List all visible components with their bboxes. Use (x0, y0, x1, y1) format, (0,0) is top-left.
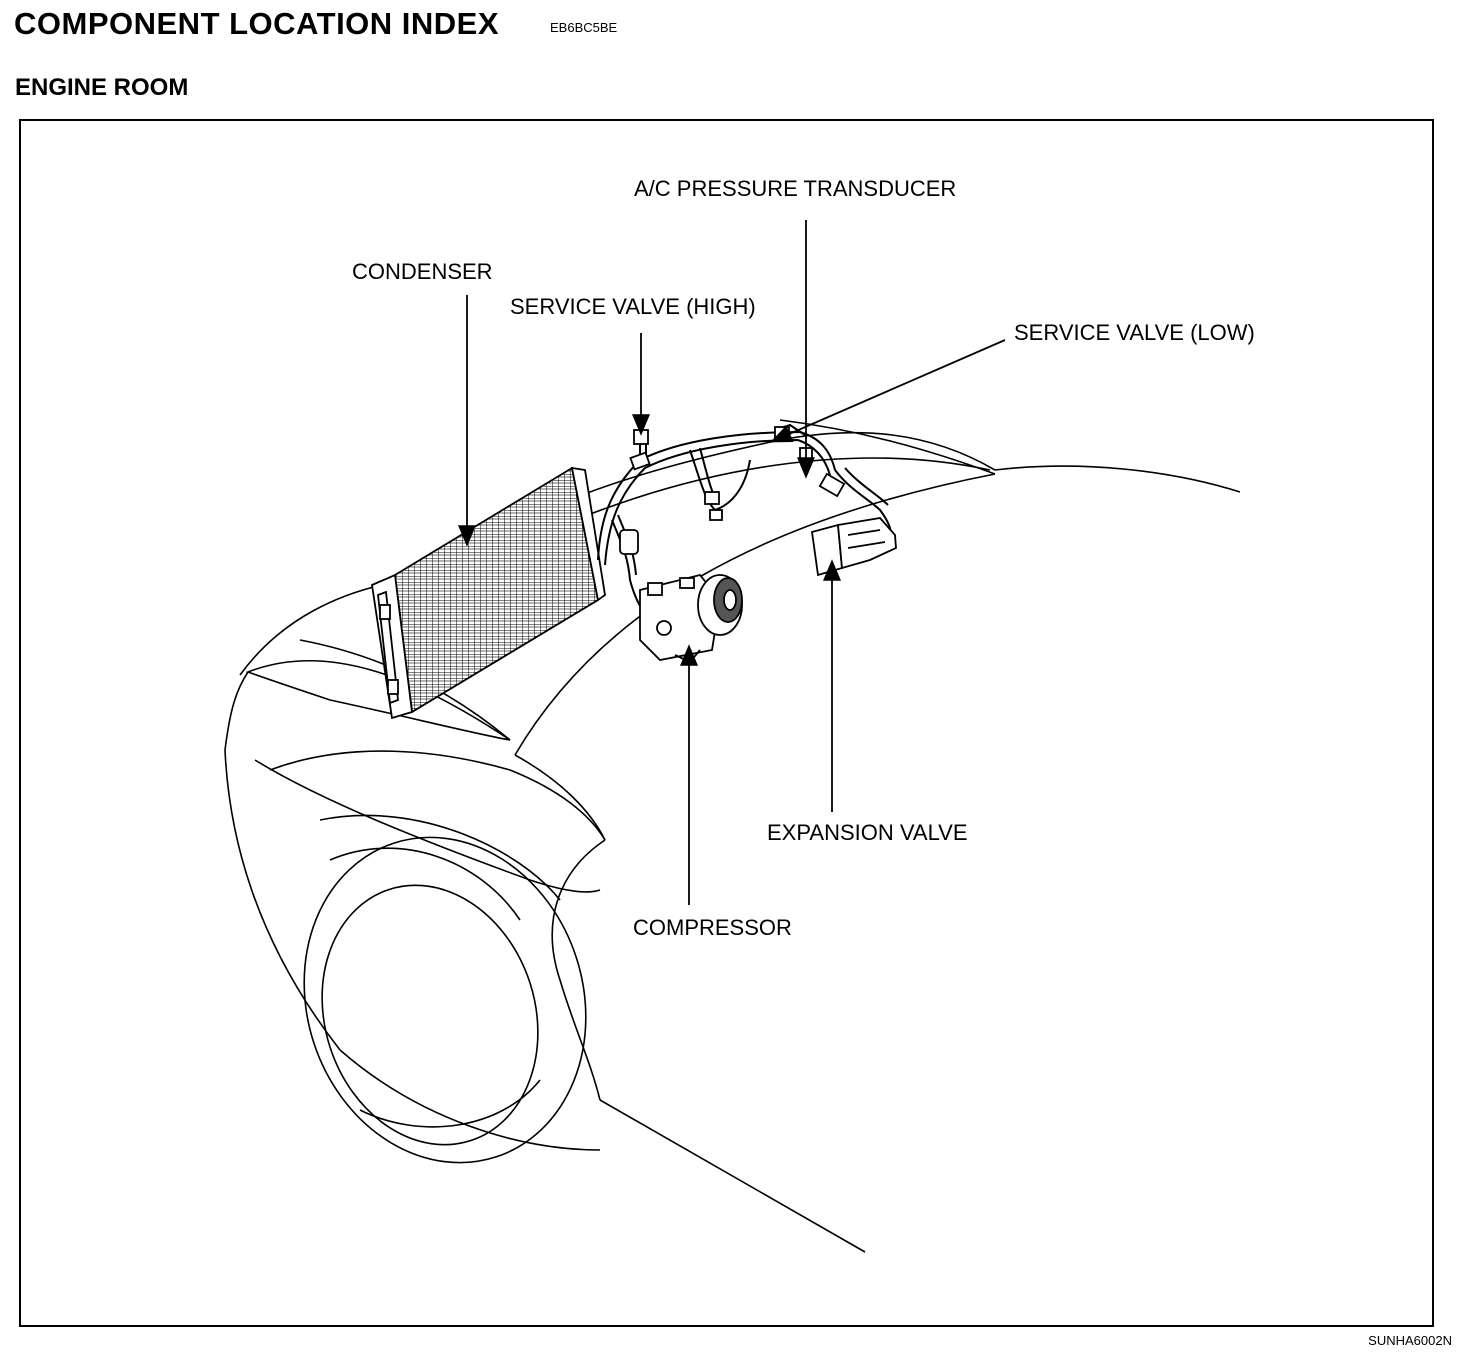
bumper-lower (339, 1049, 601, 1151)
section-title: ENGINE ROOM (15, 74, 189, 101)
document-code: EB6BC5BE (550, 20, 618, 35)
body-side-line (599, 1099, 866, 1253)
headlamp-outline (245, 659, 511, 741)
vehicle-body-outline (224, 419, 1241, 1253)
arch-inner (319, 814, 561, 901)
diagram-frame (19, 119, 1434, 1327)
hood-right-edge (994, 465, 1241, 493)
figure-code: SUNHA6002N (1368, 1333, 1452, 1348)
label-expansion-valve: EXPANSION VALVE (767, 820, 968, 845)
compressor-unit (639, 573, 743, 664)
condenser-unit (371, 466, 606, 720)
page-title: COMPONENT LOCATION INDEX (14, 6, 500, 41)
fender-crease (269, 750, 606, 841)
bumper-upper (224, 671, 249, 751)
windshield-line (779, 419, 996, 475)
leader-service-valve-low (770, 339, 1006, 443)
label-ac-pressure-transducer: A/C PRESSURE TRANSDUCER (634, 176, 957, 201)
fender-line (254, 759, 601, 893)
label-condenser: CONDENSER (352, 259, 493, 284)
label-service-valve-high: SERVICE VALVE (HIGH) (510, 294, 756, 319)
leader-lines (458, 220, 1006, 905)
label-service-valve-low: SERVICE VALVE (LOW) (1014, 320, 1255, 345)
wheel-arch (551, 839, 606, 1101)
hood-inner-line (574, 457, 991, 521)
expansion-valve-unit (810, 517, 897, 577)
fender-arch-top (514, 754, 606, 841)
bumper-face (224, 749, 341, 1051)
front-wheel (303, 836, 587, 1164)
label-compressor: COMPRESSOR (633, 915, 792, 940)
